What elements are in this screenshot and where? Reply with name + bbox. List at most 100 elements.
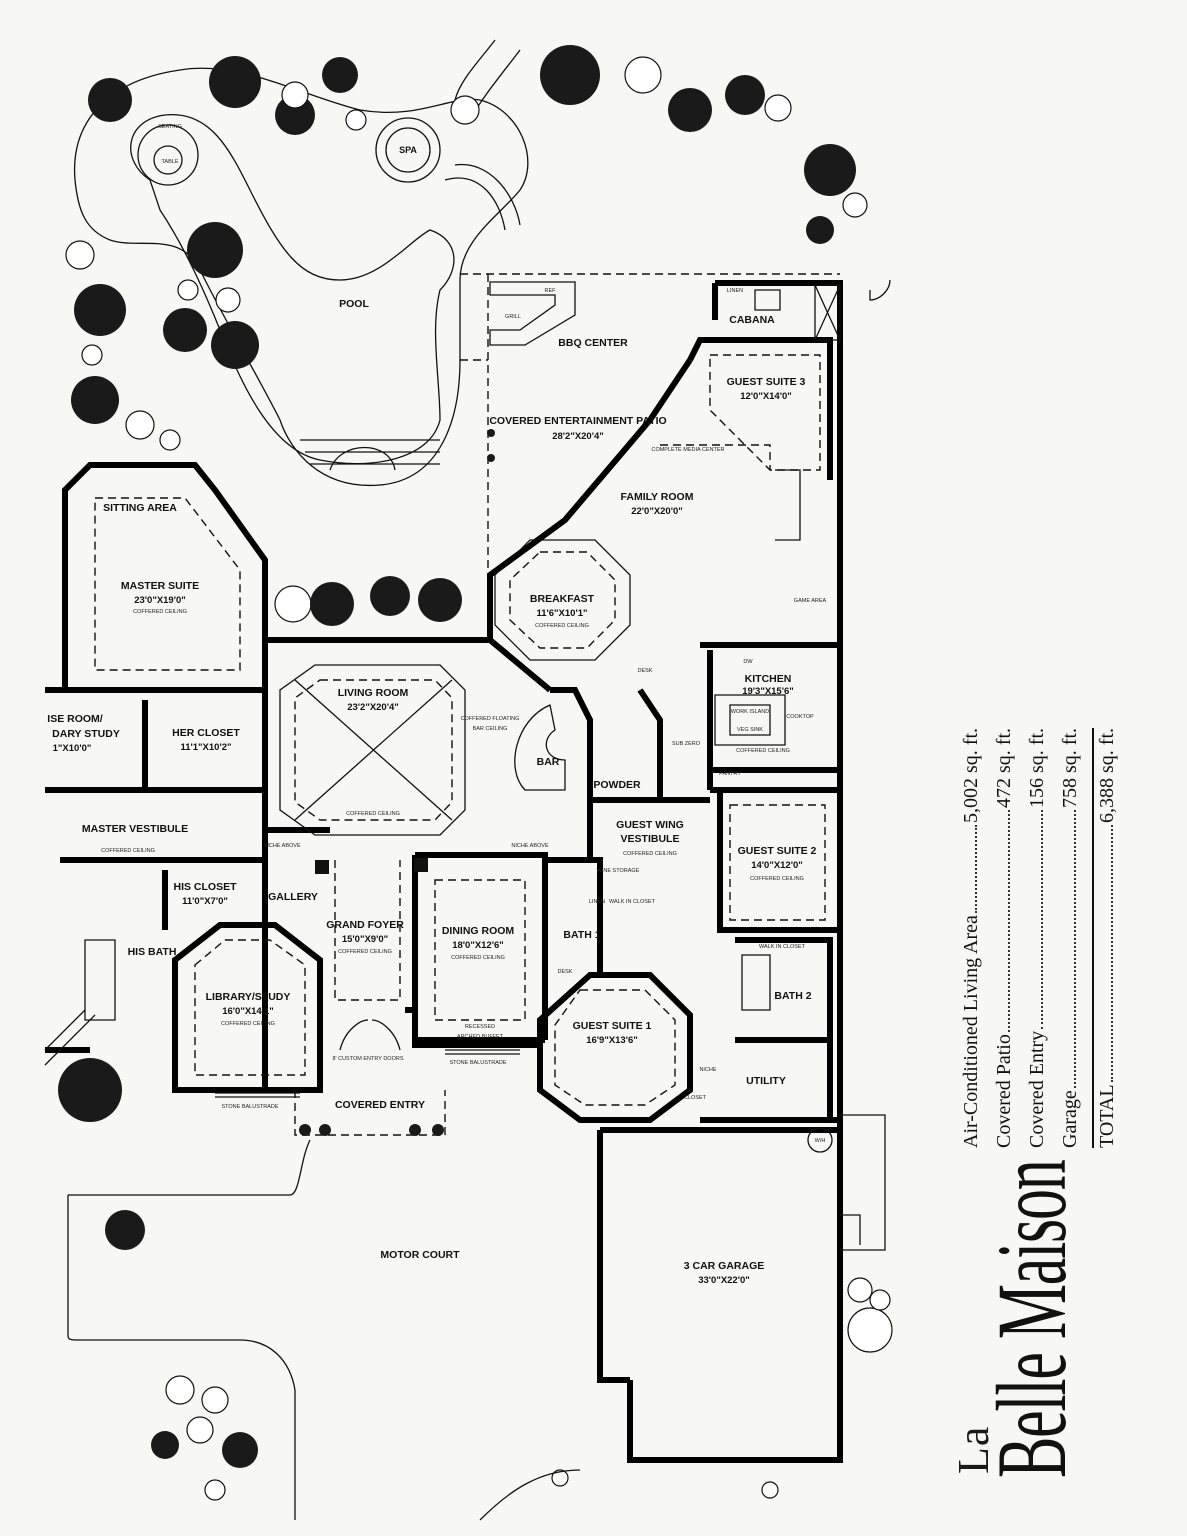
sitting-label: SITTING AREA	[103, 502, 177, 514]
master-suite-walls	[62, 462, 268, 693]
powder-label: POWDER	[593, 779, 641, 791]
family-wall	[487, 358, 693, 640]
motor-court-label: MOTOR COURT	[380, 1249, 460, 1261]
covered-entry-outline	[294, 1090, 446, 1136]
pool-steps	[300, 439, 440, 471]
bath1-label: BATH 1	[563, 929, 600, 941]
landscaping	[58, 45, 893, 1501]
garage-label: 3 CAR GARAGE	[684, 1260, 765, 1272]
living-walls	[262, 637, 552, 1090]
balustrade-dining	[445, 1049, 520, 1055]
powder-walls	[550, 687, 663, 800]
kitchen-ceiling: COFFERED CEILING	[736, 748, 790, 754]
work-island-note: WORK ISLAND	[731, 709, 770, 715]
bbq-counter	[489, 281, 576, 346]
sub-zero-note: SUB ZERO	[672, 741, 701, 747]
area-value: 758 sq. ft.	[1059, 728, 1081, 808]
area-label: TOTAL	[1096, 1084, 1118, 1148]
area-label: Air-Conditioned Living Area	[960, 915, 982, 1148]
pool-walkway	[444, 39, 521, 231]
living-dim: 23'2"X20'4"	[347, 702, 399, 713]
pool-outline	[130, 114, 455, 465]
area-value: 472 sq. ft.	[993, 728, 1015, 808]
guest2-dim: 14'0"X12'0"	[751, 860, 803, 871]
patio-dim: 28'2"X20'4"	[552, 431, 604, 442]
niche-above-note-2: NICHE ABOVE	[511, 843, 549, 849]
area-value: 6,388 sq. ft.	[1096, 728, 1118, 823]
table-note: TABLE	[161, 159, 178, 165]
his-closet-dim: 11'0"X7'0"	[182, 896, 228, 907]
guest-wing-label: GUEST WING	[616, 819, 684, 831]
grand-foyer-dim: 15'0"X9'0"	[342, 934, 388, 945]
breakfast-ceiling: COFFERED CEILING	[535, 623, 589, 629]
entry-door-swing	[339, 1019, 401, 1051]
bar-ceiling-note: BAR CEILING	[473, 726, 508, 732]
area-label: Garage	[1059, 1090, 1081, 1148]
breakfast-label: BREAKFAST	[530, 593, 595, 605]
seating-ring	[137, 124, 199, 186]
library-dim: 16'0"X14'1"	[222, 1006, 274, 1017]
table-circle	[153, 145, 183, 175]
pantry-note: PANTRY	[719, 771, 741, 777]
vest-ceiling: COFFERED CEILING	[101, 848, 155, 854]
west-block-walls	[45, 687, 265, 1053]
study-frag2: DARY STUDY	[52, 728, 120, 740]
spa-inner	[385, 127, 431, 173]
recessed-note: RECESSED	[465, 1024, 495, 1030]
ref-note: REF	[545, 288, 557, 294]
garage-dim: 33'0"X22'0"	[698, 1275, 750, 1286]
water-heater	[807, 1127, 833, 1153]
study-frag1: ISE ROOM/	[47, 713, 103, 725]
grill-note: GRILL	[505, 314, 521, 320]
niche-above-note: NICHE ABOVE	[263, 843, 301, 849]
foyer-ceiling: COFFERED CEILING	[338, 949, 392, 955]
custom-doors-note: 8' CUSTOM ENTRY DOORS	[332, 1056, 403, 1062]
area-row-garage: Garage 758 sq. ft.	[1059, 728, 1092, 1148]
grand-foyer-label: GRAND FOYER	[326, 919, 404, 931]
area-row-total: TOTAL 6,388 sq. ft.	[1092, 728, 1129, 1148]
niche-note: NICHE	[699, 1067, 716, 1073]
his-bath-label: HIS BATH	[128, 946, 177, 958]
desk-note: DESK	[638, 668, 653, 674]
spa	[375, 117, 441, 183]
bar-label: BAR	[537, 756, 560, 768]
bbq-label: BBQ CENTER	[558, 337, 628, 349]
exterior-wall-east	[627, 280, 843, 1463]
master-vest-label: MASTER VESTIBULE	[82, 823, 188, 835]
breakfast-octagon	[494, 539, 631, 661]
area-label: Covered Patio	[993, 1034, 1015, 1148]
dining-label: DINING ROOM	[442, 925, 515, 937]
wh-note: W/H	[815, 1138, 826, 1144]
area-value: 156 sq. ft.	[1026, 728, 1048, 808]
bath2-label: BATH 2	[774, 990, 811, 1002]
his-closet-label: HIS CLOSET	[173, 881, 237, 893]
dining-ceiling: COFFERED CEILING	[451, 955, 505, 961]
gallery-label: GALLERY	[268, 891, 318, 903]
breakfast-dim: 11'6"X10'1"	[536, 608, 587, 619]
guest1-dim: 16'9"X13'6"	[586, 1035, 638, 1046]
library-walls	[172, 922, 323, 1093]
patio-label: COVERED ENTERTAINMENT PATIO	[489, 415, 666, 427]
media-note: COMPLETE MEDIA CENTER	[651, 447, 724, 453]
walk-in-note-2: WALK IN CLOSET	[759, 944, 806, 950]
arched-buffet-note: ARCHED BUFFET	[457, 1034, 504, 1040]
garage-door-swing	[840, 1214, 861, 1245]
seating-note: SEATING	[158, 124, 182, 130]
master-ceiling: COFFERED CEILING	[133, 609, 187, 615]
game-area-note: GAME AREA	[794, 598, 827, 604]
brand-name: Belle Maison	[976, 1160, 1087, 1478]
desk-note-2: DESK	[558, 969, 573, 975]
stone-balustrade-note: STONE BALUSTRADE	[449, 1060, 506, 1066]
living-label: LIVING ROOM	[338, 687, 409, 699]
wine-storage-note: WINE STORAGE	[597, 868, 640, 874]
study-frag3: 1"X10'0"	[53, 743, 92, 754]
cabana-fixtures	[754, 284, 841, 341]
guest3-label: GUEST SUITE 3	[727, 376, 806, 388]
cabana-label: CABANA	[729, 314, 775, 326]
area-row-entry: Covered Entry 156 sq. ft.	[1026, 728, 1059, 1148]
linen-note: LINEN	[727, 288, 743, 294]
her-closet-label: HER CLOSET	[172, 727, 240, 739]
area-table: Air-Conditioned Living Area 5,002 sq. ft…	[960, 728, 1129, 1148]
guest1-label: GUEST SUITE 1	[573, 1020, 652, 1032]
